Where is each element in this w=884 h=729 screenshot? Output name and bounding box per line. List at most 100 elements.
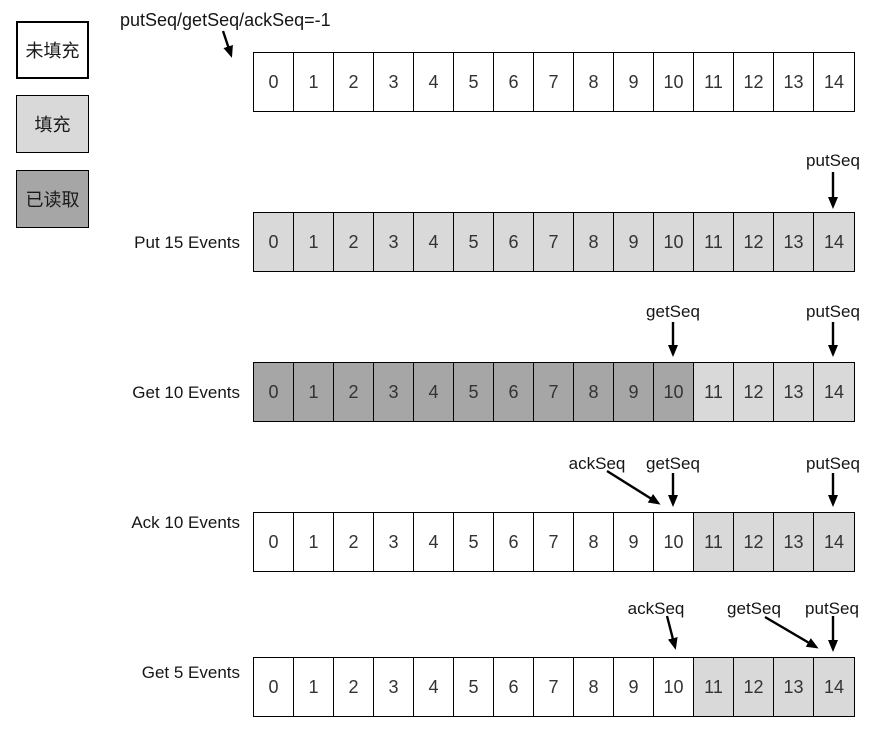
- cell-number: 6: [508, 71, 519, 92]
- cell-number: 6: [508, 676, 519, 697]
- pointer-label-getSeq: getSeq: [646, 302, 700, 321]
- cell-number: 1: [308, 231, 319, 252]
- cell-number: 8: [588, 71, 599, 92]
- buffer-cell: 13: [774, 363, 814, 421]
- cell-number: 8: [588, 231, 599, 252]
- cell-number: 12: [743, 71, 764, 92]
- buffer-cell: 7: [534, 363, 574, 421]
- cell-number: 6: [508, 231, 519, 252]
- buffer-cell: 4: [414, 53, 454, 111]
- buffer-cell: 7: [534, 658, 574, 716]
- row-label-1: Put 15 Events: [134, 233, 240, 252]
- cell-number: 1: [308, 381, 319, 402]
- cell-number: 13: [783, 231, 804, 252]
- cell-number: 8: [588, 381, 599, 402]
- buffer-cell: 1: [294, 363, 334, 421]
- buffer-cell: 9: [614, 658, 654, 716]
- cell-number: 12: [743, 531, 764, 552]
- cell-number: 8: [588, 676, 599, 697]
- cell-number: 3: [388, 676, 399, 697]
- buffer-cell: 4: [414, 363, 454, 421]
- buffer-cell: 14: [814, 213, 854, 271]
- cell-number: 0: [268, 531, 279, 552]
- buffer-cell: 12: [734, 363, 774, 421]
- buffer-cell: 11: [694, 513, 734, 571]
- cell-number: 7: [548, 71, 559, 92]
- buffer-cell: 8: [574, 53, 614, 111]
- pointer-label-getSeq: getSeq: [646, 454, 700, 473]
- row-label-2: Get 10 Events: [132, 383, 240, 402]
- pointer-label-putSeq: putSeq: [806, 151, 860, 170]
- cell-number: 4: [428, 676, 439, 697]
- cell-number: 13: [783, 381, 804, 402]
- legend-item-filled: 填充: [16, 95, 89, 153]
- buffer-cell: 5: [454, 658, 494, 716]
- buffer-cell: 5: [454, 213, 494, 271]
- cell-number: 14: [823, 676, 845, 697]
- cell-number: 13: [783, 531, 804, 552]
- buffer-cell: 3: [374, 363, 414, 421]
- cell-number: 2: [348, 531, 359, 552]
- cell-number: 7: [548, 381, 559, 402]
- cell-number: 5: [468, 531, 479, 552]
- buffer-cell: 12: [734, 213, 774, 271]
- cell-number: 0: [268, 231, 279, 252]
- cell-number: 8: [588, 531, 599, 552]
- cell-number: 7: [548, 231, 559, 252]
- cell-number: 2: [348, 676, 359, 697]
- pointer-label-putSeq: putSeq: [806, 454, 860, 473]
- buffer-cell: 1: [294, 213, 334, 271]
- buffer-cell: 10: [654, 363, 694, 421]
- buffer-cell: 9: [614, 213, 654, 271]
- cell-number: 3: [388, 381, 399, 402]
- buffer-cell: 14: [814, 53, 854, 111]
- pointer-arrow: [221, 30, 233, 58]
- buffer-cell: 6: [494, 53, 534, 111]
- cell-number: 4: [428, 381, 439, 402]
- buffer-cell: 9: [614, 363, 654, 421]
- buffer-cell: 11: [694, 658, 734, 716]
- buffer-cell: 7: [534, 213, 574, 271]
- buffer-cell: 0: [254, 658, 294, 716]
- buffer-cell: 6: [494, 363, 534, 421]
- buffer-cell: 2: [334, 213, 374, 271]
- pointer-arrow: [606, 469, 661, 505]
- cell-number: 4: [428, 531, 439, 552]
- buffer-cell: 2: [334, 363, 374, 421]
- cell-number: 5: [468, 71, 479, 92]
- cell-number: 0: [268, 71, 279, 92]
- buffer-cell: 13: [774, 53, 814, 111]
- buffer-cell: 2: [334, 513, 374, 571]
- pointer-label-putSeq: putSeq: [805, 599, 859, 618]
- cell-number: 9: [628, 71, 639, 92]
- cell-number: 14: [823, 231, 845, 252]
- buffer-cell: 6: [494, 513, 534, 571]
- buffer-cell: 9: [614, 513, 654, 571]
- cell-number: 6: [508, 531, 519, 552]
- cell-number: 3: [388, 231, 399, 252]
- cell-number: 5: [468, 381, 479, 402]
- buffer-cell: 0: [254, 363, 294, 421]
- pointer-arrow: [665, 615, 678, 650]
- buffer-cell: 12: [734, 53, 774, 111]
- cell-number: 14: [823, 531, 845, 552]
- pointer-label-ackSeq: ackSeq: [568, 454, 626, 473]
- buffer-cell: 0: [254, 513, 294, 571]
- cell-number: 13: [783, 676, 804, 697]
- buffer-cell: 14: [814, 513, 854, 571]
- row-label-3: Ack 10 Events: [131, 513, 240, 532]
- buffer-cell: 5: [454, 53, 494, 111]
- legend-item-read: 已读取: [16, 170, 89, 228]
- buffer-cell: 8: [574, 658, 614, 716]
- cell-number: 7: [548, 531, 559, 552]
- buffer-cell: 1: [294, 53, 334, 111]
- cell-number: 3: [388, 71, 399, 92]
- buffer-cell: 7: [534, 513, 574, 571]
- buffer-cell: 12: [734, 513, 774, 571]
- cell-number: 0: [268, 381, 279, 402]
- buffer-cell: 8: [574, 213, 614, 271]
- cell-number: 9: [628, 531, 639, 552]
